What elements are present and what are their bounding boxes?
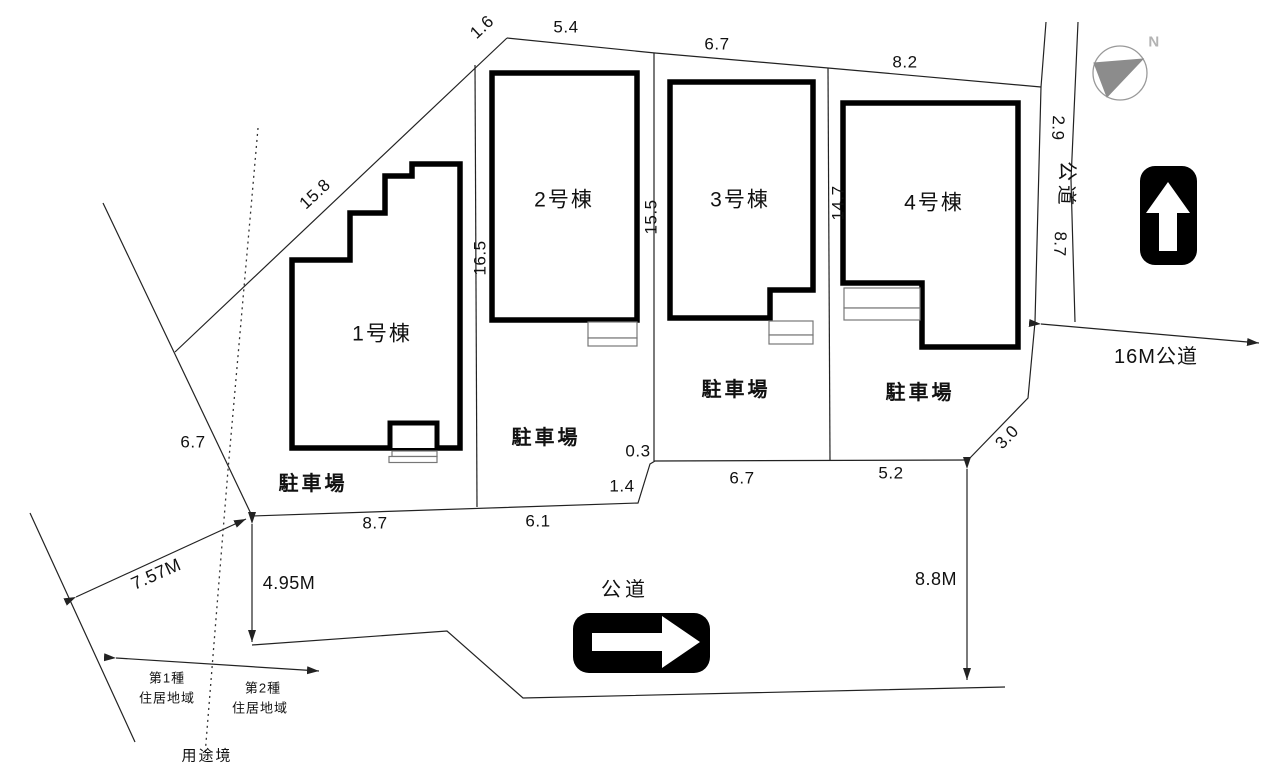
zone-2-line-1: 第2種	[244, 680, 282, 696]
building-2-porch-step	[587, 337, 638, 347]
boundary-north-line	[506, 37, 1042, 88]
dim-south-6: 5.2	[878, 463, 904, 483]
building-1-porch-step	[391, 450, 438, 458]
building-1-label: 1号棟	[352, 322, 412, 346]
building-4-porch-step	[843, 287, 921, 309]
bottom-road-label: 公道	[601, 579, 649, 601]
building-2-outline	[489, 70, 640, 323]
dim-lot-depth-2: 15.5	[641, 199, 661, 235]
parking-label-1: 駐車場	[278, 473, 348, 495]
dim-lot-depth-1: 16.5	[470, 240, 490, 276]
lot-line-1-2	[474, 64, 478, 508]
building-3-porch-step	[768, 320, 814, 336]
parking-label-3: 駐車場	[701, 379, 771, 401]
arrow-16m-road	[1028, 318, 1260, 346]
dim-south-4: 1.4	[609, 476, 635, 496]
building-3-porch-step	[768, 334, 814, 345]
arrow-7-57m	[63, 518, 247, 606]
building-4-porch-step	[843, 307, 921, 321]
dim-top-3: 6.7	[704, 34, 730, 54]
dim-west-side: 6.7	[180, 432, 206, 452]
dim-south-2: 6.1	[525, 511, 551, 531]
dim-lot-depth-3: 14.7	[828, 185, 848, 221]
lot-line-3-4	[827, 67, 831, 461]
boundary-northwest-line	[174, 37, 508, 353]
zoning-boundary-dotted-line	[204, 127, 259, 756]
building-1-entrance-notch	[387, 420, 440, 448]
building-3-outline	[667, 79, 816, 321]
boundary-west-line	[102, 202, 253, 517]
building-2-label: 2号棟	[534, 188, 594, 212]
road-arrow-right-icon	[573, 613, 710, 673]
right-road-east-edge	[1070, 21, 1079, 323]
dim-right-road-1: 2.9	[1048, 115, 1068, 141]
dim-south-1: 8.7	[362, 513, 388, 533]
compass-north-label: N	[1148, 33, 1160, 51]
building-1-porch-step	[388, 455, 438, 464]
building-1-outline	[289, 161, 463, 451]
zone-1-line-2: 住居地域	[138, 690, 196, 706]
boundary-southwest-line	[29, 512, 136, 743]
parking-label-2: 駐車場	[511, 427, 581, 449]
zone-2-line-2: 住居地域	[231, 700, 289, 716]
boundary-south-lots	[251, 459, 968, 517]
dim-top-4: 8.2	[892, 52, 918, 72]
bottom-road-south-edge	[251, 630, 1006, 699]
building-4-outline	[840, 100, 1021, 350]
zone-1-line-1: 第1種	[148, 670, 186, 686]
dim-south-3: 0.3	[625, 441, 651, 461]
dim-top-2: 5.4	[553, 17, 579, 37]
parking-label-4: 駐車場	[885, 382, 955, 404]
building-2-porch-step	[587, 321, 638, 339]
building-3-label: 3号棟	[710, 188, 770, 212]
dim-road-southeast: 8.8M	[914, 569, 958, 589]
right-road-label: 公道	[1054, 160, 1078, 210]
zoning-boundary-label: 用途境	[181, 747, 233, 765]
dim-south-5: 6.7	[729, 468, 755, 488]
building-4-label: 4号棟	[904, 191, 964, 215]
road-arrow-up-icon	[1140, 166, 1197, 265]
dim-right-road-2: 8.7	[1050, 231, 1070, 257]
compass-icon	[1092, 45, 1148, 101]
east-road-label: 16M公道	[1114, 346, 1198, 368]
dim-road-west: 4.95M	[262, 573, 316, 593]
arrow-zoning	[103, 653, 320, 675]
